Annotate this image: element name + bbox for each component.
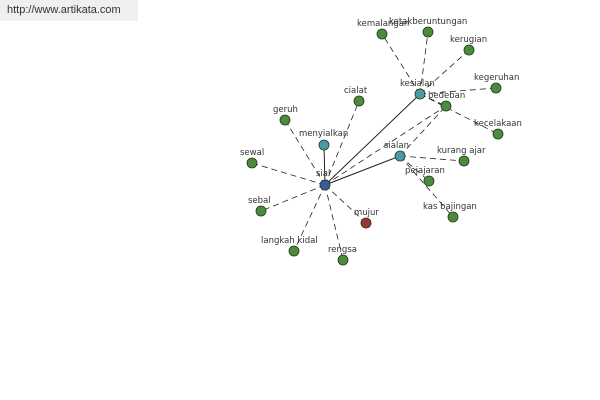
node-label-sialan[interactable]: sialan (384, 141, 409, 151)
source-link[interactable]: http://www.artikata.com (0, 0, 138, 21)
edges-layer (251, 31, 499, 261)
edge-sial-sebal (260, 184, 326, 212)
edge-sialan-kurang_ajar (399, 155, 465, 162)
edge-kesialan-kemalangan (381, 33, 421, 95)
edge-kesialan-kegeruhan (419, 87, 497, 95)
node-geruh[interactable] (279, 114, 291, 126)
edge-kesialan-ketakberuntungan (419, 31, 429, 95)
node-sialan[interactable] (394, 150, 406, 162)
node-label-menyialkan[interactable]: menyialkan (299, 129, 348, 139)
node-kurang_ajar[interactable] (458, 155, 470, 167)
edge-sial-bedeban (324, 105, 447, 186)
node-label-kemalangan[interactable]: kemalangan (357, 19, 409, 29)
node-label-kas_bajingan[interactable]: kas bajingan (423, 202, 477, 212)
node-label-sewal[interactable]: sewal (240, 148, 264, 158)
node-menyialkan[interactable] (318, 139, 330, 151)
edge-sialan-pejajaran (399, 155, 430, 182)
node-sial[interactable] (319, 179, 331, 191)
node-label-kegeruhan[interactable]: kegeruhan (474, 73, 519, 83)
node-label-pejajaran[interactable]: pejajaran (405, 166, 445, 176)
node-label-langkah_kidal[interactable]: langkah kidal (261, 236, 318, 246)
node-label-kecelakaan[interactable]: kecelakaan (474, 119, 522, 129)
labels-layer: sial kesialan sialan menyialkan mujur kemalan… (240, 17, 522, 255)
node-kecelakaan[interactable] (492, 128, 504, 140)
node-label-sebal[interactable]: sebal (248, 196, 271, 206)
node-label-mujur[interactable]: mujur (354, 208, 379, 218)
node-pejajaran[interactable] (423, 175, 435, 187)
node-label-kurang_ajar[interactable]: kurang ajar (437, 146, 486, 156)
edge-sialan-kas_bajingan (399, 155, 454, 218)
node-label-geruh[interactable]: geruh (273, 105, 298, 115)
node-label-bedeban[interactable]: bedeban (428, 91, 465, 101)
node-langkah_kidal[interactable] (288, 245, 300, 257)
edge-sial-menyialkan (323, 144, 326, 186)
node-label-kesialan[interactable]: kesialan (400, 79, 435, 89)
edge-kesialan-kecelakaan (419, 93, 499, 135)
edge-sial-sewal (251, 162, 326, 186)
node-cialat[interactable] (353, 95, 365, 107)
node-kesialan[interactable] (414, 88, 426, 100)
node-kemalangan[interactable] (376, 28, 388, 40)
edge-sial-rengsa (324, 184, 344, 261)
edge-sial-langkah_kidal (293, 184, 326, 252)
edge-sial-geruh (284, 119, 326, 186)
edge-sial-kesialan (324, 93, 421, 186)
node-kerugian[interactable] (463, 44, 475, 56)
node-kas_bajingan[interactable] (447, 211, 459, 223)
node-bedeban[interactable] (440, 100, 452, 112)
node-label-rengsa[interactable]: rengsa (328, 245, 357, 255)
node-label-sial[interactable]: sial (316, 169, 330, 179)
node-label-kerugian[interactable]: kerugian (450, 35, 487, 45)
node-rengsa[interactable] (337, 254, 349, 266)
edge-sial-sialan (324, 155, 401, 186)
node-label-ketakberuntungan[interactable]: ketakberuntungan (389, 17, 467, 27)
node-kegeruhan[interactable] (490, 82, 502, 94)
edge-sial-cialat (324, 100, 360, 186)
nodes-layer (246, 26, 504, 266)
node-label-cialat[interactable]: cialat (344, 86, 368, 96)
node-sewal[interactable] (246, 157, 258, 169)
node-mujur[interactable] (360, 217, 372, 229)
edge-kesialan-kerugian (419, 49, 470, 95)
edge-sialan-bedeban (399, 105, 447, 157)
node-ketakberuntungan[interactable] (422, 26, 434, 38)
node-sebal[interactable] (255, 205, 267, 217)
